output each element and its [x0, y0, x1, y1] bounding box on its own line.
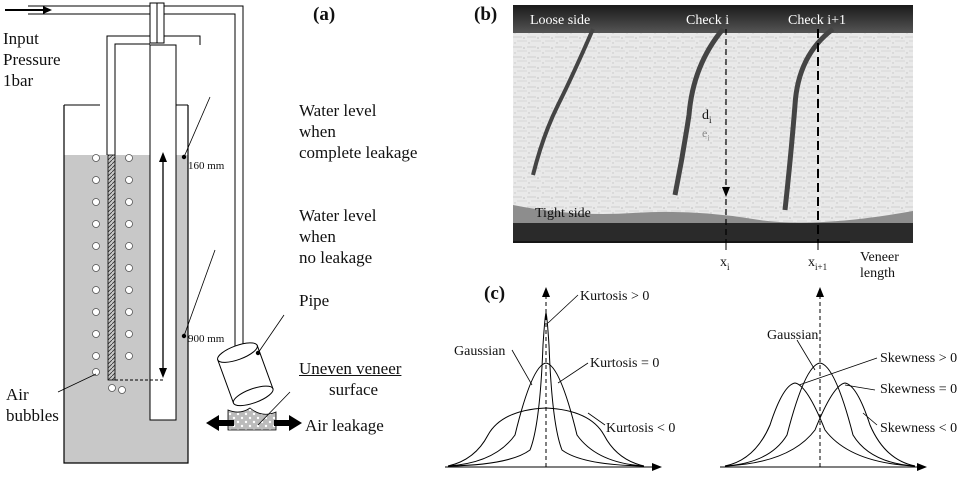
- x-i-label: xi: [720, 255, 730, 272]
- mark-160-label: 160 mm: [188, 160, 225, 172]
- check-i1-label: Check i+1: [788, 13, 847, 28]
- mark-900-label: 900 mm: [188, 333, 225, 345]
- veneer-length-axis: [513, 241, 850, 250]
- kurtosis-plot: [445, 287, 662, 471]
- water-level-none-label: Water level when no leakage: [299, 206, 377, 267]
- pipe-label: Pipe: [299, 291, 330, 310]
- pipe-cylinder: [217, 342, 274, 407]
- skewness-pos-label: Skewness > 0: [880, 351, 958, 366]
- veneer-surface: [227, 407, 277, 431]
- panel-c-tag: (c): [484, 283, 506, 304]
- kurtosis-zero-label: Kurtosis = 0: [590, 356, 660, 371]
- air-bubbles: [92, 154, 133, 394]
- gaussian-right-label: Gaussian: [767, 328, 819, 343]
- air-leakage-arrows: [206, 415, 234, 431]
- panel-b-tag: (b): [474, 4, 498, 25]
- veneer-length-label: Veneer length: [860, 250, 899, 281]
- kurtosis-pos-label: Kurtosis > 0: [580, 289, 650, 304]
- x-i1-label: xi+1: [808, 255, 828, 272]
- kurtosis-neg-label: Kurtosis < 0: [606, 421, 676, 436]
- d-i-label: di: [702, 108, 712, 125]
- check-crack-3: [782, 26, 835, 211]
- veneer-photo: [513, 5, 913, 243]
- gaussian-left-label: Gaussian: [454, 344, 506, 359]
- skewness-plot: [720, 287, 927, 471]
- check-crack-1: [531, 28, 595, 176]
- check-crack-2: [672, 27, 725, 196]
- air-bubbles-label: Air bubbles: [6, 385, 59, 425]
- skewness-zero-label: Skewness = 0: [880, 382, 958, 397]
- tight-side-label: Tight side: [535, 206, 591, 221]
- skewness-neg-label: Skewness < 0: [880, 421, 958, 436]
- e-i-label: ei: [702, 126, 710, 143]
- veneer-surface-label: Uneven veneer surface: [299, 359, 402, 399]
- panel-a-apparatus: [5, 2, 302, 464]
- air-leakage-label: Air leakage: [305, 416, 384, 435]
- water-level-complete-label: Water level when complete leakage: [299, 101, 418, 162]
- loose-side-label: Loose side: [530, 13, 591, 28]
- check-i-label: Check i: [686, 13, 730, 28]
- input-pressure-label: Input Pressure 1bar: [3, 29, 61, 90]
- panel-a-tag: (a): [313, 4, 336, 25]
